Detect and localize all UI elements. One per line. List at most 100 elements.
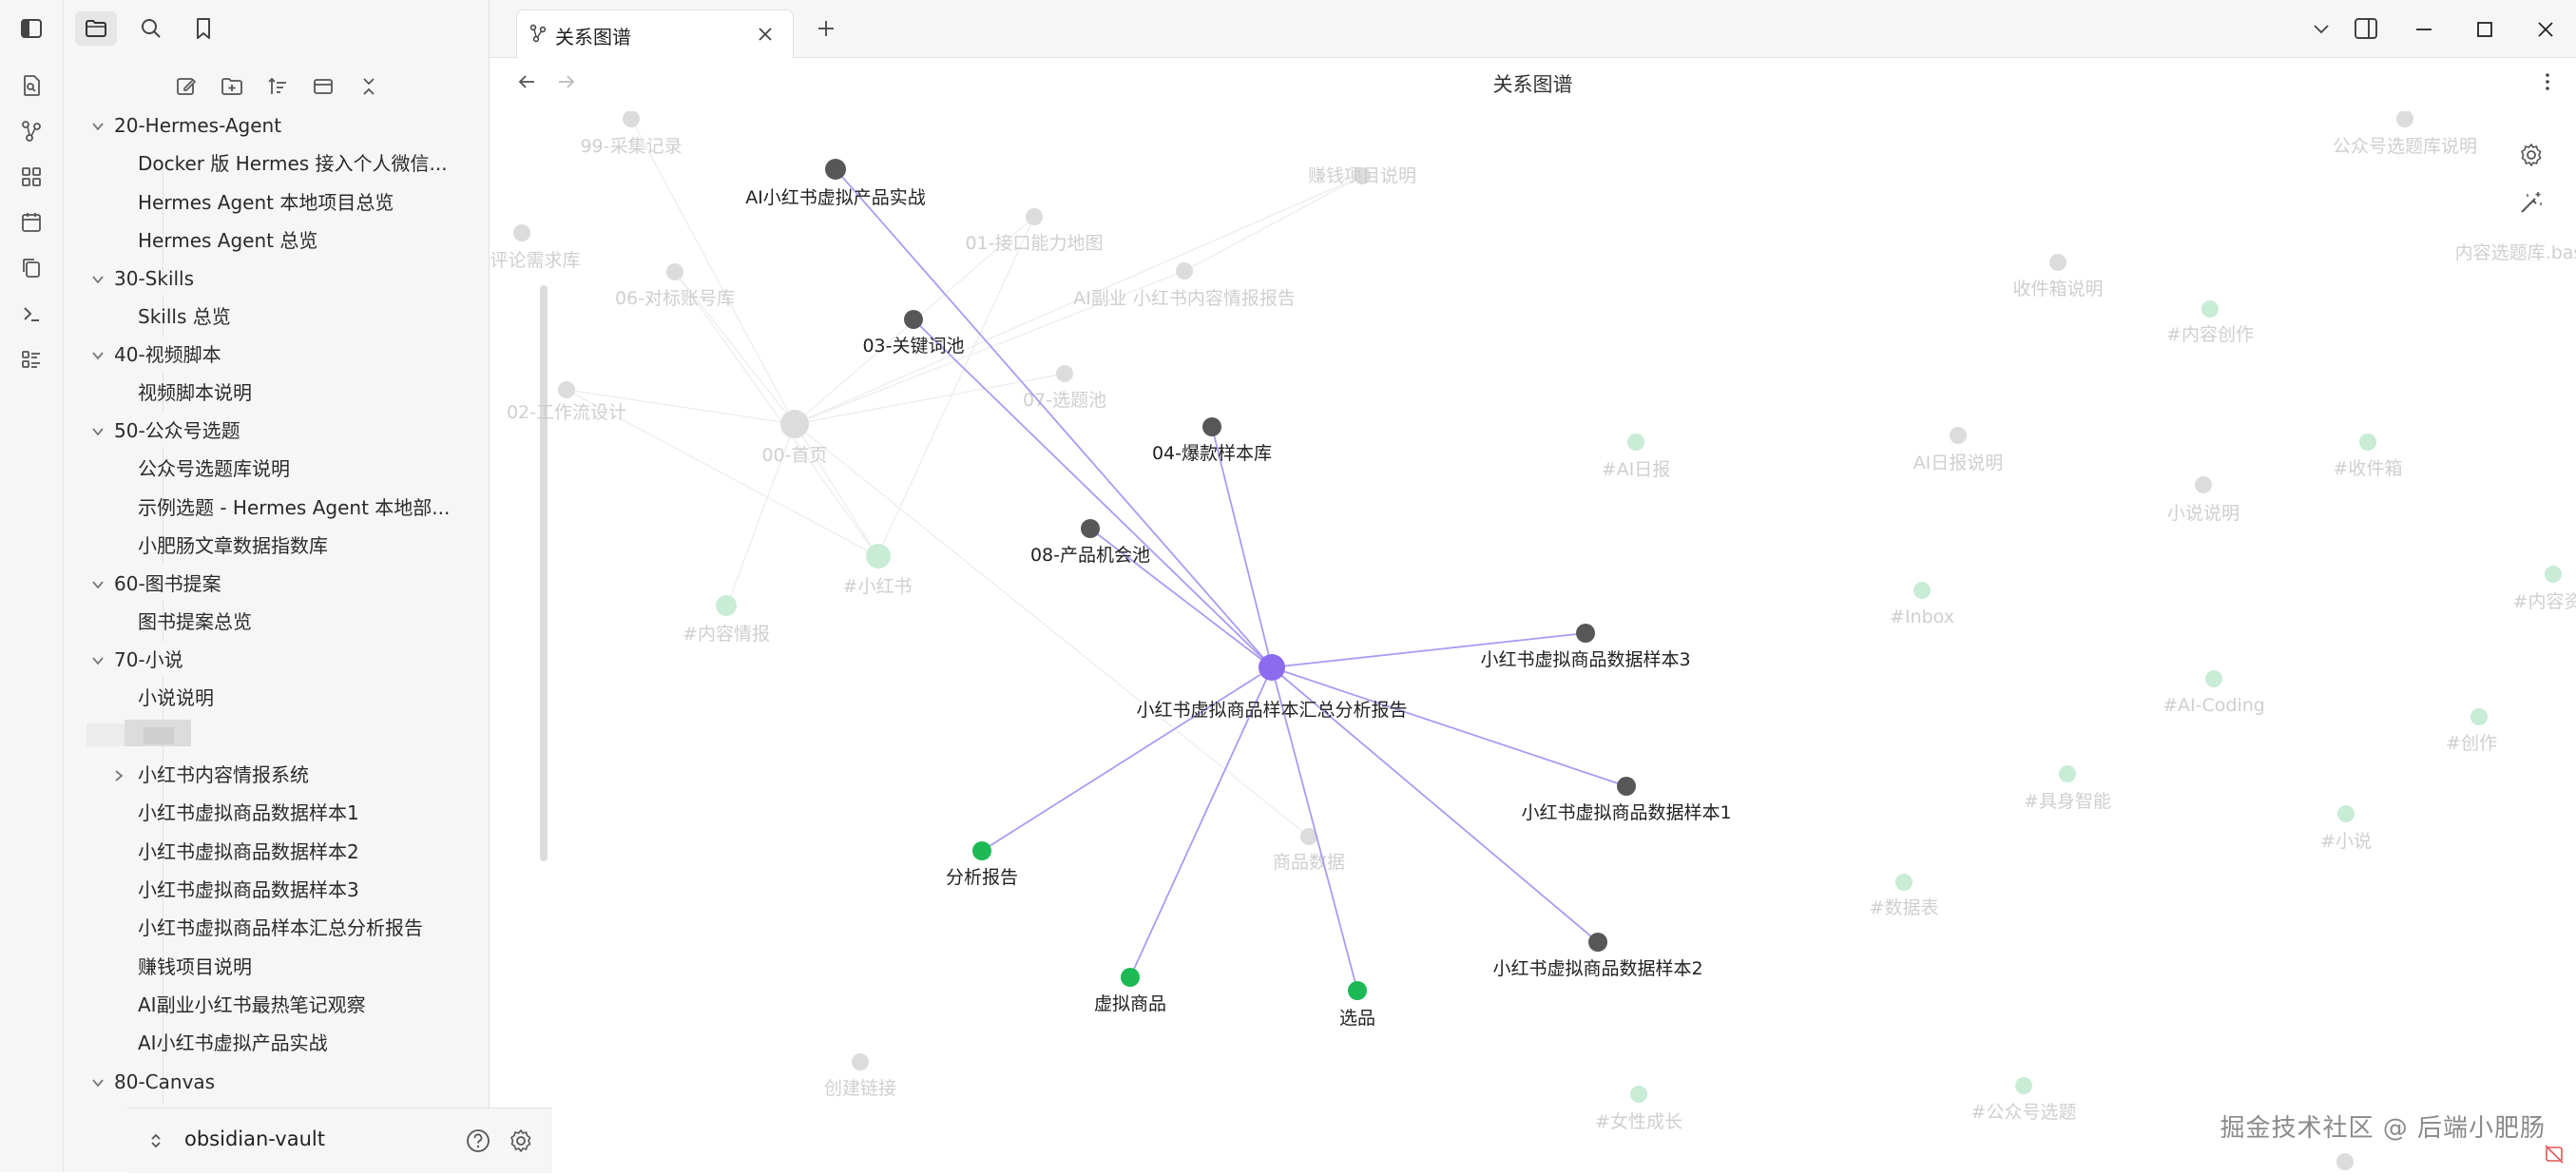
linked-label: AI小红书虚拟产品实战 xyxy=(745,187,926,208)
new-note-icon[interactable] xyxy=(169,70,203,103)
file-label: AI小红书虚拟产品实战 xyxy=(138,1031,328,1054)
faded-label: AI副业 小红书内容情报报告 xyxy=(1073,288,1296,309)
tab-list-chevron-down-icon[interactable] xyxy=(2312,19,2331,38)
faded-tag-label: #收件箱 xyxy=(2334,458,2403,479)
tag-intel xyxy=(716,595,737,616)
toggle-right-sidebar-icon[interactable] xyxy=(2353,15,2379,42)
search-icon[interactable] xyxy=(130,11,172,46)
linked-label: 04-爆款样本库 xyxy=(1152,443,1272,464)
files-tab-folder-icon[interactable] xyxy=(75,11,117,46)
bookmark-icon[interactable] xyxy=(183,11,224,46)
node-01 xyxy=(1026,208,1043,225)
tab-graph-view[interactable]: 关系图谱 xyxy=(516,10,794,59)
tag-novel xyxy=(2337,805,2355,822)
folder-label: 70-小说 xyxy=(114,648,183,671)
node-ai-daily-doc xyxy=(1950,427,1967,444)
faded-note-nodes xyxy=(513,110,2413,1170)
chevron-down-icon xyxy=(92,123,104,131)
linked-note-nodes[interactable] xyxy=(825,159,1636,952)
folder-label: 50-公众号选题 xyxy=(114,419,240,442)
toggle-sidebar-icon[interactable] xyxy=(16,13,47,44)
copy-files-icon[interactable] xyxy=(16,253,47,283)
tag-virtual-goods xyxy=(1121,968,1140,987)
chevron-down-icon xyxy=(92,1079,104,1088)
terminal-icon[interactable] xyxy=(16,299,47,329)
tag-product-selection xyxy=(1348,981,1367,1000)
sidebar-scrollbar[interactable] xyxy=(540,285,548,861)
node-02 xyxy=(558,381,575,398)
faded-tag-label: #数据表 xyxy=(1870,897,1939,918)
linked-tag-nodes[interactable] xyxy=(972,841,1367,1000)
node-ai-xhs-practice xyxy=(825,159,846,180)
quick-switcher-icon[interactable] xyxy=(16,70,47,101)
faded-label: 01-接口能力地图 xyxy=(965,233,1103,254)
new-folder-icon[interactable] xyxy=(215,70,249,103)
left-ribbon xyxy=(0,0,64,1172)
animate-magic-wand-icon[interactable] xyxy=(2518,189,2545,216)
help-icon[interactable] xyxy=(465,1128,491,1154)
sort-icon[interactable] xyxy=(260,70,295,103)
forward-arrow-icon[interactable] xyxy=(556,71,577,92)
graph-settings-gear-icon[interactable] xyxy=(2518,142,2545,168)
watermark: 掘金技术社区 @ 后端小肥肠 xyxy=(2220,1114,2546,1143)
node-06 xyxy=(666,263,683,280)
file-label: 示例选题 - Hermes Agent 本地部... xyxy=(138,496,451,519)
folder-50-wechat-topics[interactable]: 50-公众号选题 xyxy=(64,414,472,448)
close-tab-icon[interactable] xyxy=(757,26,774,43)
close-window-icon[interactable] xyxy=(2535,19,2556,40)
folder-60-book-proposals[interactable]: 60-图书提案 xyxy=(64,567,472,601)
node-ai-report xyxy=(1176,262,1193,280)
graph-canvas[interactable]: 99-采集记录 01-接口能力地图 赚钱项目说明 评论需求库 06-对标账号库 … xyxy=(490,110,2576,1172)
file-label: 视频脚本说明 xyxy=(138,381,252,404)
file-tree: 20-Hermes-Agent Docker 版 Hermes 接入个人微信..… xyxy=(64,106,472,1105)
more-options-icon[interactable] xyxy=(2537,71,2558,92)
file-label: 小红书虚拟商品数据样本2 xyxy=(138,840,359,863)
folder-30-skills[interactable]: 30-Skills xyxy=(64,261,472,296)
file-label: Docker 版 Hermes 接入个人微信... xyxy=(138,152,448,175)
calendar-icon[interactable] xyxy=(16,207,47,238)
file-label: 赚钱项目说明 xyxy=(138,955,252,978)
faded-tag-label: #AI-Coding xyxy=(2163,695,2265,716)
file-label: 图书提案总览 xyxy=(138,610,252,633)
graph-view-icon[interactable] xyxy=(16,116,47,146)
minimize-window-icon[interactable] xyxy=(2413,19,2434,40)
folder-40-video-scripts[interactable]: 40-视频脚本 xyxy=(64,337,472,372)
vault-name[interactable]: obsidian-vault xyxy=(184,1128,325,1150)
new-tab-plus-icon[interactable] xyxy=(817,19,836,38)
node-comment xyxy=(513,224,530,241)
node-create-link xyxy=(852,1053,869,1070)
linked-edges xyxy=(835,168,1627,992)
file-label: Skills 总览 xyxy=(138,305,231,328)
faded-label: 赚钱项目说明 xyxy=(1308,165,1416,186)
chevron-down-icon xyxy=(92,657,104,665)
faded-label: 创建链接 xyxy=(824,1078,896,1099)
linked-tag-label: 选品 xyxy=(1339,1008,1375,1029)
tag-content xyxy=(2545,566,2562,583)
faded-tag-label: #小红书 xyxy=(843,576,913,597)
faded-label: 00-首页 xyxy=(761,445,827,466)
faded-label: 公众号选题库说明 xyxy=(2333,136,2477,157)
center-node[interactable] xyxy=(1259,654,1285,681)
maximize-window-icon[interactable] xyxy=(2474,19,2495,40)
file-label: 公众号选题库说明 xyxy=(138,457,290,480)
auto-reveal-icon[interactable] xyxy=(306,70,340,103)
faded-tag-label: #公众号选题 xyxy=(1971,1102,2077,1123)
graph-svg[interactable]: 99-采集记录 01-接口能力地图 赚钱项目说明 评论需求库 06-对标账号库 … xyxy=(490,110,2576,1172)
faded-label: 小说说明 xyxy=(2167,503,2240,524)
bases-icon[interactable] xyxy=(16,344,47,375)
tag-wechat xyxy=(2015,1077,2032,1094)
canvas-icon[interactable] xyxy=(16,162,47,192)
sync-error-icon[interactable] xyxy=(2543,1143,2566,1166)
tag-embodied xyxy=(2059,765,2076,782)
settings-gear-icon[interactable] xyxy=(508,1128,534,1154)
chevron-up-down-icon[interactable] xyxy=(148,1131,163,1150)
folder-80-canvas[interactable]: 80-Canvas xyxy=(64,1065,472,1099)
folder-xhs-intel-system[interactable]: 小红书内容情报系统 xyxy=(64,758,472,792)
folder-70-novel[interactable]: 70-小说 xyxy=(64,643,472,677)
back-arrow-icon[interactable] xyxy=(516,71,537,92)
collapse-all-icon[interactable] xyxy=(352,70,386,103)
node-99 xyxy=(623,110,640,127)
tag-create xyxy=(2470,708,2488,725)
folder-20-hermes-agent[interactable]: 20-Hermes-Agent xyxy=(64,108,472,143)
faded-tag-label: #内容创作 xyxy=(2166,324,2254,345)
